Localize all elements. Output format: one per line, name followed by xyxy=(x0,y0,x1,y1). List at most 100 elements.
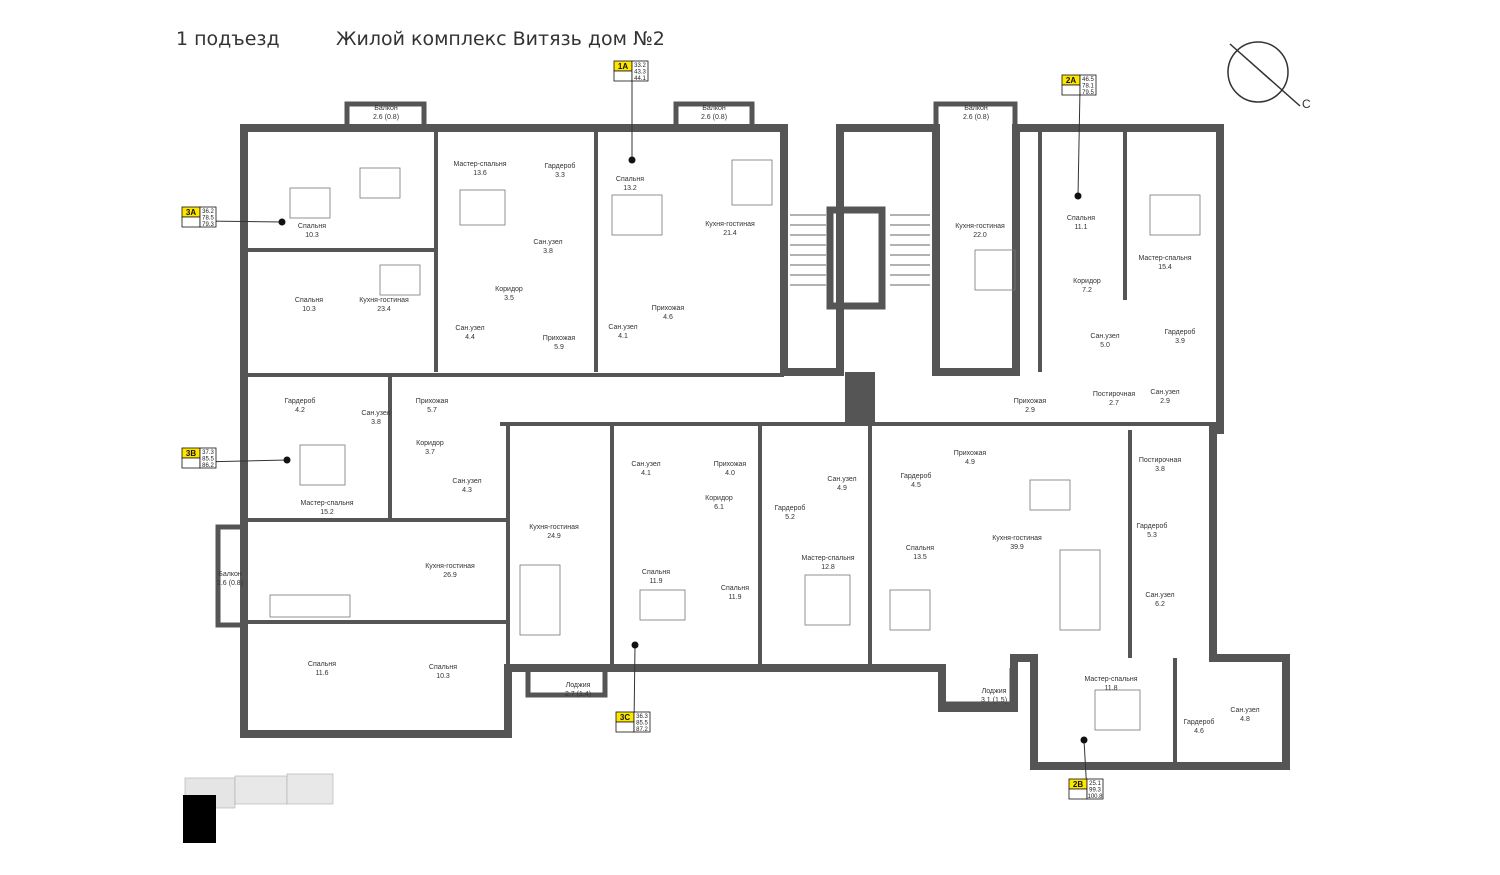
room-area: 2.6 (0.8) xyxy=(373,114,399,121)
room-name: Балкон xyxy=(702,105,726,112)
room-label: Балкон 2.6 (0.8) xyxy=(373,105,399,121)
tag-values-box xyxy=(631,60,649,82)
room-name: Балкон xyxy=(374,105,398,112)
apartment-area-value: 85.5 xyxy=(202,457,214,463)
room-label: Сан.узел 5.0 xyxy=(1090,333,1119,349)
room-label: Коридор 3.5 xyxy=(495,286,523,302)
room-area: 6.2 xyxy=(1155,601,1165,608)
room-area: 12.8 xyxy=(821,564,835,571)
tag-blank-box xyxy=(613,70,633,82)
room-area: 11.9 xyxy=(649,578,662,585)
room-area: 13.2 xyxy=(623,185,637,192)
room-area: 39.9 xyxy=(1010,544,1024,551)
room-name: Гардероб xyxy=(1165,328,1196,336)
room-area: 4.0 xyxy=(725,470,735,477)
room-name: Гардероб xyxy=(1184,718,1215,726)
room-label: Гардероб 3.3 xyxy=(545,162,576,179)
room-name: Спальня xyxy=(298,223,326,230)
room-name: Гардероб xyxy=(775,504,806,512)
apartment-id: 2A xyxy=(1066,76,1076,85)
room-name: Прихожая xyxy=(1014,398,1047,405)
apartment-area-value: 37.3 xyxy=(202,450,214,456)
room-area: 4.6 xyxy=(1194,728,1204,735)
balconies xyxy=(215,101,1018,707)
room-area: 4.6 xyxy=(663,314,673,321)
room-name: Сан.узел xyxy=(1090,333,1119,340)
room-label: Гардероб 5.3 xyxy=(1137,522,1168,539)
room-name: Лоджия xyxy=(982,688,1007,695)
room-name: Прихожая xyxy=(543,335,576,342)
tag-values-box xyxy=(633,711,651,733)
apartment-area-value: 44.1 xyxy=(634,76,646,82)
apartment-area-value: 78.5 xyxy=(202,216,214,222)
room-name: Гардероб xyxy=(1137,522,1168,530)
room-label: Гардероб 4.6 xyxy=(1184,718,1215,735)
room-name: Гардероб xyxy=(901,472,932,480)
room-area: 2.6 (0.8) xyxy=(963,114,989,121)
tag-blank-box xyxy=(181,457,201,469)
room-area: 5.0 xyxy=(1100,342,1110,349)
apartment-area-value: 43.3 xyxy=(634,70,646,76)
room-name: Гардероб xyxy=(545,162,576,170)
room-name: Прихожая xyxy=(652,305,685,312)
room-area: 3.1 (1.5) xyxy=(981,697,1007,704)
apartment-marker-dot xyxy=(631,641,639,649)
apartment-area-value: 25.1 xyxy=(1089,781,1101,787)
room-area: 2.7 xyxy=(1109,400,1119,407)
room-name: Спальня xyxy=(721,585,749,592)
apartment-area-value: 33.2 xyxy=(634,63,646,69)
entrance-label: 1 подъезд xyxy=(176,28,280,50)
room-name: Мастер-спальня xyxy=(801,555,854,562)
apartment-area-value: 87.2 xyxy=(636,727,648,733)
room-area: 3.3 xyxy=(555,172,565,179)
tag-blank-box xyxy=(615,721,635,733)
room-name: Мастер-спальня xyxy=(300,500,353,507)
room-name: Балкон xyxy=(218,571,242,578)
room-area: 23.4 xyxy=(377,306,391,313)
room-area: 7.2 xyxy=(1082,287,1092,294)
room-label: Прихожая 4.0 xyxy=(714,461,747,477)
room-name: Сан.узел xyxy=(1150,389,1179,396)
room-area: 2.9 xyxy=(1160,398,1170,405)
room-area: 2.7 (1.4) xyxy=(565,691,591,698)
room-area: 24.9 xyxy=(547,533,561,540)
room-area: 3.9 xyxy=(1175,338,1185,345)
room-name: Прихожая xyxy=(714,461,747,468)
room-area: 5.3 xyxy=(1147,532,1157,539)
compass-north-icon: С xyxy=(1227,41,1311,111)
building-key-plan-icon xyxy=(183,773,334,843)
room-name: Сан.узел xyxy=(608,324,637,331)
stair-core xyxy=(790,206,930,424)
room-label: Сан.узел 2.9 xyxy=(1150,389,1179,405)
apartment-area-value: 36.3 xyxy=(636,714,648,720)
room-area: 2.6 (0.8) xyxy=(701,114,727,121)
room-name: Кухня-гостиная xyxy=(705,221,755,228)
apartment-marker-dot xyxy=(628,156,636,164)
room-area: 2.6 (0.8) xyxy=(217,580,243,587)
room-name: Сан.узел xyxy=(827,476,856,483)
room-name: Сан.узел xyxy=(1230,707,1259,714)
room-name: Коридор xyxy=(495,286,523,293)
room-name: Прихожая xyxy=(416,398,449,405)
room-name: Кухня-гостиная xyxy=(359,297,409,304)
room-name: Балкон xyxy=(964,105,988,112)
room-label: Гардероб 3.9 xyxy=(1165,328,1196,345)
room-area: 3.5 xyxy=(504,295,514,302)
